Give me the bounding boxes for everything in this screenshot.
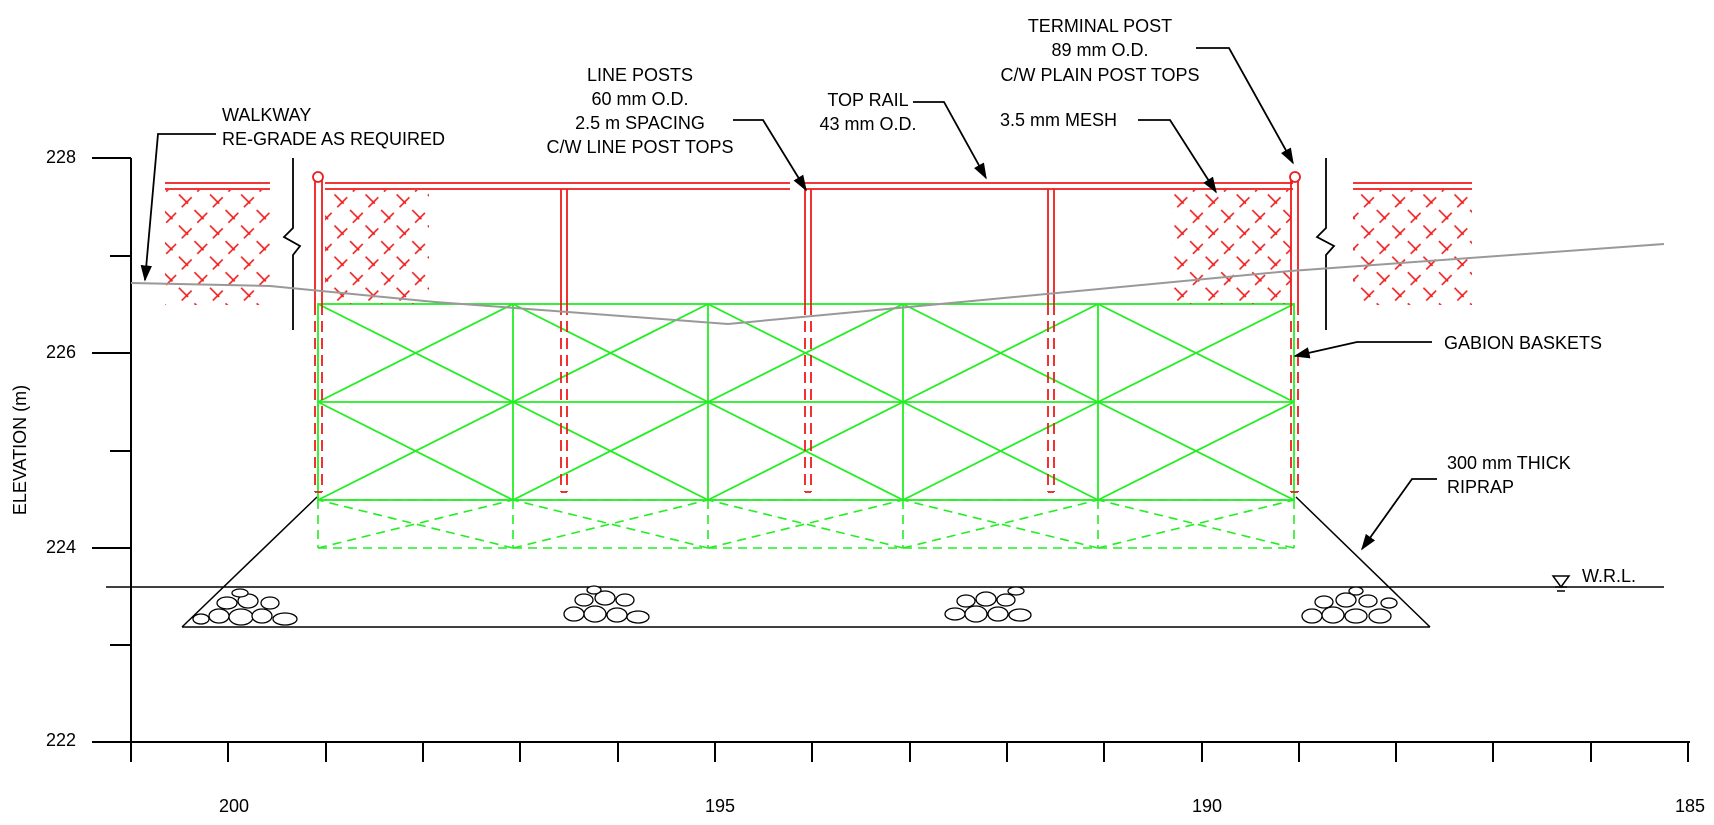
y-tick-228: 228 [46,147,76,167]
walkway-line-1: WALKWAY [222,105,311,125]
gabion-callout: GABION BASKETS [1444,333,1602,353]
mesh-callout: 3.5 mm MESH [1000,110,1117,130]
y-tick-marks [92,157,131,646]
terminal-post-line-3: C/W PLAIN POST TOPS [1000,65,1199,85]
terminal-post-line-1: TERMINAL POST [1028,16,1172,36]
x-tick-marks [130,742,1689,762]
line-posts-leader [733,119,807,192]
x-tick-200: 200 [219,796,249,816]
gabion-leader [1293,341,1432,359]
terminal-post-callout: TERMINAL POST 89 mm O.D. C/W PLAIN POST … [1000,16,1199,85]
walkway-line-2: RE-GRADE AS REQUIRED [222,129,445,149]
gabion-buried-course [317,499,1295,549]
wrl-symbol [1551,575,1571,592]
riprap-callout: 300 mm THICK RIPRAP [1447,453,1571,497]
top-rail-leader [913,101,987,180]
callout-leaders [140,47,1437,551]
terminal-post-line-2: 89 mm O.D. [1051,40,1148,60]
riprap-stones [192,585,1398,626]
walkway-leader [140,133,216,282]
break-line-right [1315,158,1336,330]
post-embedment [314,304,1299,492]
top-rail-callout: TOP RAIL 43 mm O.D. [819,90,916,134]
x-tick-195: 195 [705,796,735,816]
mesh-panel-right [1172,190,1291,304]
line-posts-line-3: 2.5 m SPACING [575,113,705,133]
line-posts-callout: LINE POSTS 60 mm O.D. 2.5 m SPACING C/W … [546,65,733,157]
ground-line [130,243,1665,326]
terminal-post-cap-left [312,171,324,183]
riprap-line-1: 300 mm THICK [1447,453,1571,473]
riprap-base [181,496,1431,628]
top-rail [325,182,1293,190]
mesh-panel-right-outer [1353,190,1472,305]
x-tick-185: 185 [1675,796,1705,816]
break-line-left [282,158,302,330]
mesh-panel-left-outer [165,190,270,305]
riprap-line-2: RIPRAP [1447,477,1514,497]
mesh-leader [1138,119,1217,194]
terminal-post-cap-right [1289,171,1301,183]
line-posts-line-4: C/W LINE POST TOPS [546,137,733,157]
line-posts-line-1: LINE POSTS [587,65,693,85]
top-rail-line-1: TOP RAIL [827,90,908,110]
y-axis-label: ELEVATION (m) [10,385,30,515]
wrl-label: W.R.L. [1582,566,1636,586]
terminal-post-leader [1196,47,1294,165]
fence-posts [314,180,1299,304]
y-tick-226: 226 [46,342,76,362]
y-tick-224: 224 [46,537,76,557]
riprap-leader [1361,478,1437,551]
gabion-baskets [317,303,1295,501]
walkway-callout: WALKWAY RE-GRADE AS REQUIRED [222,105,445,149]
y-tick-222: 222 [46,730,76,750]
line-posts-line-2: 60 mm O.D. [591,89,688,109]
x-tick-190: 190 [1192,796,1222,816]
mesh-panel-left [325,190,429,304]
mesh-top-edges [165,182,1472,190]
top-rail-line-2: 43 mm O.D. [819,114,916,134]
